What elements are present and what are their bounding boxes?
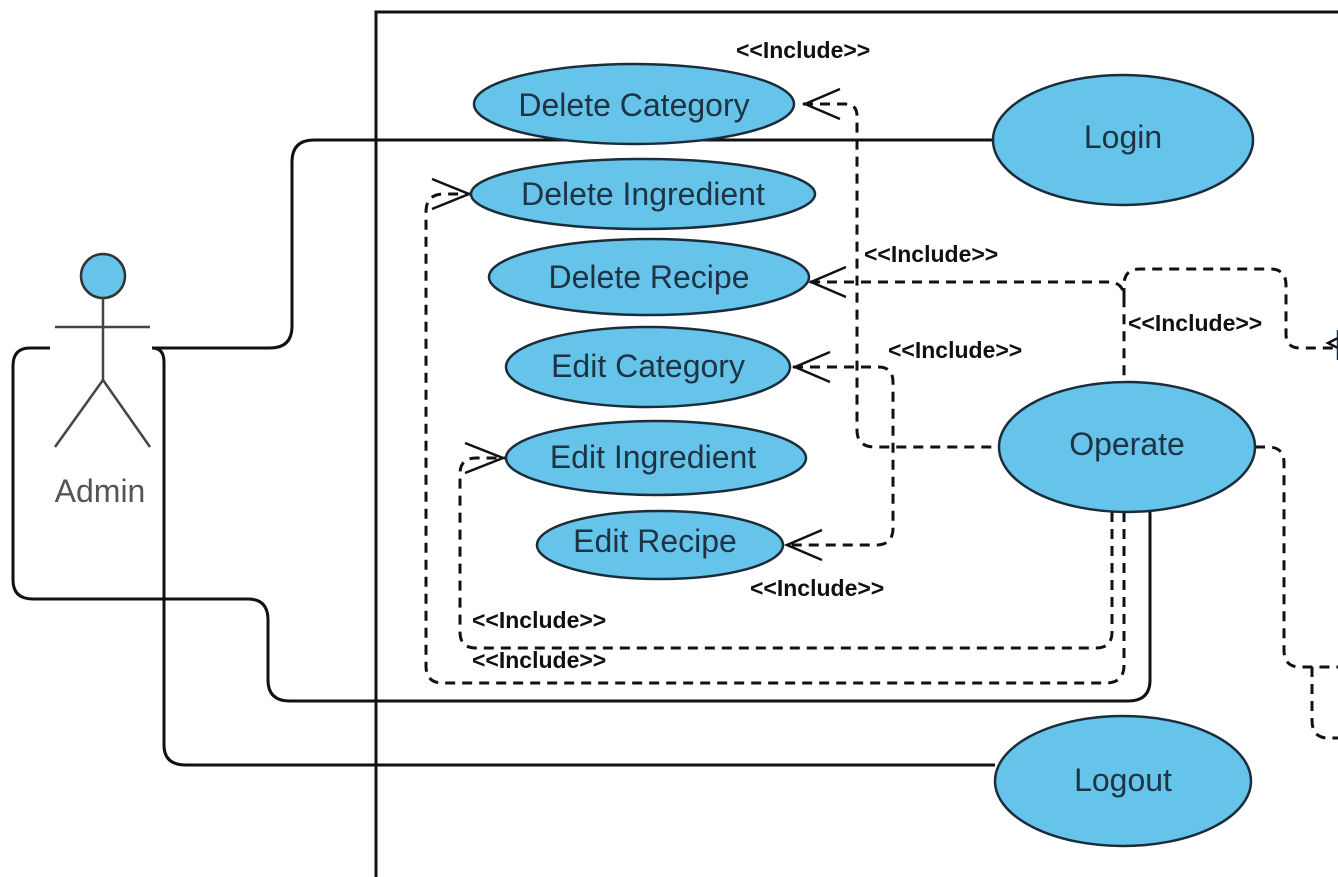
association-login — [152, 138, 995, 350]
include-label-delete-category: <<Include>> — [736, 37, 870, 63]
arrowhead-delete-recipe — [807, 265, 847, 299]
include-line-right — [1122, 267, 1338, 350]
use-case-label: Delete Category — [518, 87, 749, 123]
include-label-edit-ingredient: <<Include>> — [472, 607, 606, 633]
use-case-edit-recipe[interactable]: Edit Recipe — [535, 509, 785, 581]
use-case-label: Edit Recipe — [573, 523, 737, 559]
include-label-delete-ingredient: <<Include>> — [472, 647, 606, 673]
arrowhead-edit-category — [791, 350, 831, 384]
use-case-label: Edit Category — [551, 348, 745, 384]
use-case-label: Login — [1084, 119, 1162, 155]
use-case-label: Edit Ingredient — [550, 439, 756, 475]
association-operate — [11, 346, 1152, 703]
include-label-right: <<Include>> — [1128, 310, 1262, 336]
use-case-label: Operate — [1069, 426, 1185, 462]
actor-right-leg — [101, 379, 152, 448]
use-case-label: Delete Ingredient — [521, 176, 765, 212]
include-line-delete-category — [803, 102, 1000, 449]
include-line-right-lower-2 — [1310, 667, 1338, 740]
use-case-delete-category[interactable]: Delete Category — [472, 62, 796, 146]
arrowhead-edit-ingredient — [464, 441, 507, 475]
include-label-delete-recipe: <<Include>> — [864, 241, 998, 267]
use-case-edit-ingredient[interactable]: Edit Ingredient — [504, 419, 808, 497]
use-case-logout[interactable]: Logout — [993, 714, 1253, 848]
use-case-login[interactable]: Login — [991, 73, 1255, 207]
include-line-delete-ingredient — [424, 192, 1126, 685]
use-case-delete-ingredient[interactable]: Delete Ingredient — [469, 157, 817, 231]
include-line-right-lower — [1255, 445, 1338, 669]
arrowhead-right — [1325, 336, 1338, 350]
use-case-edit-category[interactable]: Edit Category — [504, 325, 792, 409]
use-case-label: Logout — [1074, 762, 1172, 798]
actor-left-leg — [53, 379, 105, 448]
arrowhead-delete-ingredient — [431, 177, 473, 211]
include-label-edit-recipe: <<Include>> — [750, 575, 884, 601]
use-case-label: Delete Recipe — [549, 259, 750, 295]
use-case-operate[interactable]: Operate — [997, 380, 1257, 514]
actor-admin[interactable]: Admin — [53, 252, 152, 509]
actor-head — [79, 252, 127, 300]
association-logout — [151, 346, 995, 767]
include-label-edit-category: <<Include>> — [888, 337, 1022, 363]
arrowhead-edit-recipe — [783, 528, 823, 562]
include-line-edit-category — [785, 365, 895, 547]
actor-label: Admin — [55, 473, 146, 509]
system-boundary — [374, 10, 1338, 877]
arrowhead-delete-category — [801, 87, 841, 121]
use-case-delete-recipe[interactable]: Delete Recipe — [487, 237, 811, 317]
